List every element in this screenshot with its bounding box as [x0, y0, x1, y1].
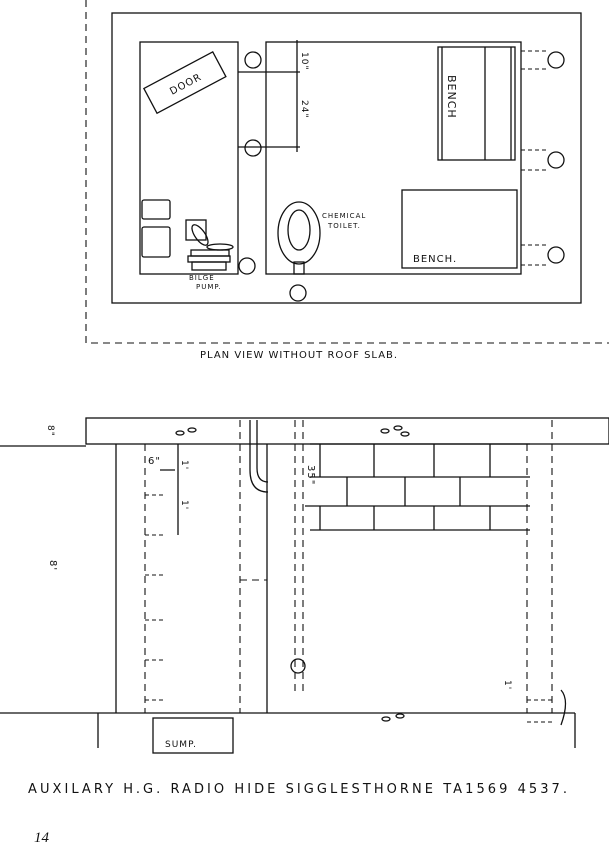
door: DOOR: [142, 50, 227, 115]
chemical-toilet: [277, 201, 321, 265]
sump-label: SUMP.: [165, 740, 197, 750]
toilet-label-1: CHEMICAL: [322, 212, 366, 220]
bench-horizontal: [401, 189, 518, 269]
dim-10in: 10": [299, 52, 309, 71]
plan-view: DOOR BENCH BENCH. CHEMICAL TOILET. BILGE…: [85, 0, 609, 361]
dim-35in: 35": [305, 465, 316, 485]
dim-1ft-b: 1': [179, 500, 189, 510]
drawing-title: AUXILARY H.G. RADIO HIDE SIGGLESTHORNE T…: [28, 782, 568, 797]
plan-outer-boundary: [85, 0, 609, 344]
sump: [152, 717, 234, 754]
plan-caption: PLAN VIEW WITHOUT ROOF SLAB.: [200, 350, 398, 361]
aggregate-marks: [175, 425, 410, 722]
brick-courses: [305, 443, 530, 531]
dim-wall-height: 8': [47, 560, 58, 571]
bench-vertical: [437, 46, 516, 161]
dim-1ft-right: 1': [502, 680, 512, 690]
bilge-pump: [185, 219, 234, 271]
plan-excavation: [111, 12, 582, 304]
page-number: 14: [34, 830, 49, 846]
vent-pipes: [238, 50, 565, 302]
bench-vertical-label: BENCH: [445, 75, 458, 119]
pump-label-1: BILGE: [189, 274, 215, 282]
door-label: DOOR: [168, 72, 204, 98]
main-room: [265, 41, 522, 275]
section-view: SUMP. 6" 1' 1' 35" 8" 8' 1': [0, 417, 609, 754]
pump-label-2: PUMP.: [196, 283, 222, 291]
dim-1ft-a: 1': [179, 460, 189, 470]
dim-24in: 24": [299, 100, 309, 119]
dim-slab: 8": [45, 425, 55, 437]
toilet-label-2: TOILET.: [327, 222, 361, 230]
bench-horizontal-label: BENCH.: [413, 254, 457, 265]
dim-6in: 6": [148, 456, 161, 467]
roof-slab: [85, 417, 609, 445]
entrance-room: [139, 41, 239, 275]
